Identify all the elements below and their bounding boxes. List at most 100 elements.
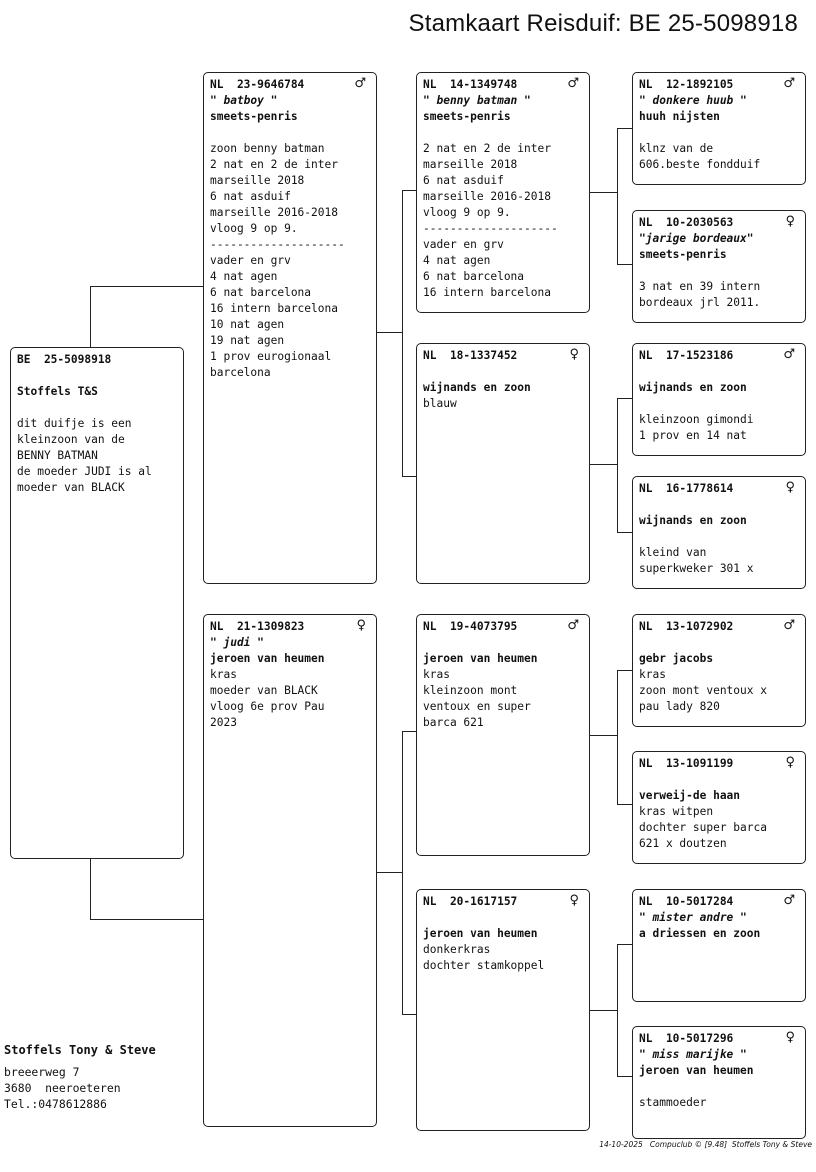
connector xyxy=(617,944,633,945)
male-icon: ♂ xyxy=(354,76,366,91)
owner-name: wijnands en zoon xyxy=(639,381,747,394)
connector xyxy=(617,398,618,532)
ring-number: NL 20-1617157 xyxy=(423,895,518,908)
breeder-phone: Tel.:0478612886 xyxy=(4,1097,107,1111)
pigeon-nickname: "jarige bordeaux" xyxy=(639,232,754,245)
pigeon-nickname: " benny batman " xyxy=(423,94,531,107)
connector xyxy=(589,1010,617,1011)
female-icon: ♀ xyxy=(785,1030,795,1045)
pigeon-notes: blauw xyxy=(423,397,457,410)
owner-name: jeroen van heumen xyxy=(423,927,538,940)
owner-name: wijnands en zoon xyxy=(423,381,531,394)
connector xyxy=(617,128,618,264)
owner-name: smeets-penris xyxy=(210,110,298,123)
grandfather-paternal-card[interactable]: NL 14-1349748 ♂ " benny batman " smeets-… xyxy=(416,72,590,313)
pigeon-notes: kras kleinzoon mont ventoux en super bar… xyxy=(423,668,531,729)
connector xyxy=(90,286,91,348)
breeder-name: Stoffels Tony & Steve xyxy=(4,1043,156,1057)
pigeon-nickname: " batboy " xyxy=(210,94,278,107)
female-icon: ♀ xyxy=(356,618,366,633)
connector xyxy=(402,731,403,1015)
owner-name: jeroen van heumen xyxy=(639,1064,754,1077)
owner-name: a driessen en zoon xyxy=(639,927,761,940)
great-grandparent-card-1[interactable]: NL 12-1892105 ♂ " donkere huub " huuh ni… xyxy=(632,72,806,185)
connector xyxy=(589,464,617,465)
pigeon-notes: kleinzoon gimondi 1 prov en 14 nat xyxy=(639,413,754,442)
grandfather-maternal-card[interactable]: NL 19-4073795 ♂ jeroen van heumen kras k… xyxy=(416,614,590,856)
connector xyxy=(617,944,618,1076)
female-icon: ♀ xyxy=(785,480,795,495)
breeder-street: breeerweg 7 xyxy=(4,1065,80,1079)
mother-card[interactable]: NL 21-1309823 ♀ " judi " jeroen van heum… xyxy=(203,614,377,1127)
great-grandparent-card-4[interactable]: NL 16-1778614 ♀ wijnands en zoon kleind … xyxy=(632,476,806,589)
connector xyxy=(402,190,416,191)
owner-name: smeets-penris xyxy=(423,110,511,123)
connector xyxy=(402,476,416,477)
male-icon: ♂ xyxy=(783,347,795,362)
ring-number: NL 16-1778614 xyxy=(639,482,734,495)
pigeon-notes: 2 nat en 2 de inter marseille 2018 6 nat… xyxy=(423,142,558,299)
ring-number: NL 17-1523186 xyxy=(639,349,734,362)
subject-card[interactable]: BE 25-5098918 Stoffels T&S dit duifje is… xyxy=(10,347,184,859)
pigeon-notes: kras witpen dochter super barca 621 x do… xyxy=(639,805,767,850)
connector xyxy=(402,731,416,732)
great-grandparent-card-3[interactable]: NL 17-1523186 ♂ wijnands en zoon kleinzo… xyxy=(632,343,806,456)
pigeon-notes: klnz van de 606.beste fondduif xyxy=(639,142,761,171)
connector xyxy=(402,1014,416,1015)
ring-number: NL 10-2030563 xyxy=(639,216,734,229)
pigeon-nickname: " miss marijke " xyxy=(639,1048,747,1061)
male-icon: ♂ xyxy=(783,618,795,633)
connector xyxy=(617,532,633,533)
great-grandparent-card-8[interactable]: NL 10-5017296 ♀ " miss marijke " jeroen … xyxy=(632,1026,806,1139)
great-grandparent-card-7[interactable]: NL 10-5017284 ♂ " mister andre " a dries… xyxy=(632,889,806,1002)
female-icon: ♀ xyxy=(785,755,795,770)
owner-name: Stoffels T&S xyxy=(17,385,98,398)
grandmother-maternal-card[interactable]: NL 20-1617157 ♀ jeroen van heumen donker… xyxy=(416,889,590,1131)
connector xyxy=(376,332,402,333)
ring-number: NL 10-5017284 xyxy=(639,895,734,908)
connector xyxy=(90,919,204,920)
pigeon-notes: zoon benny batman 2 nat en 2 de inter ma… xyxy=(210,142,345,379)
owner-name: wijnands en zoon xyxy=(639,514,747,527)
owner-name: gebr jacobs xyxy=(639,652,714,665)
connector xyxy=(90,286,204,287)
male-icon: ♂ xyxy=(567,76,579,91)
ring-number: BE 25-5098918 xyxy=(17,353,112,366)
connector xyxy=(617,670,633,671)
owner-name: jeroen van heumen xyxy=(210,652,325,665)
page-title: Stamkaart Reisduif: BE 25-5098918 xyxy=(408,10,798,37)
female-icon: ♀ xyxy=(785,214,795,229)
owner-name: jeroen van heumen xyxy=(423,652,538,665)
ring-number: NL 10-5017296 xyxy=(639,1032,734,1045)
connector xyxy=(617,264,633,265)
connector xyxy=(90,858,91,920)
pigeon-nickname: " judi " xyxy=(210,636,264,649)
female-icon: ♀ xyxy=(569,893,579,908)
connector xyxy=(376,872,402,873)
ring-number: NL 13-1091199 xyxy=(639,757,734,770)
owner-name: verweij-de haan xyxy=(639,789,741,802)
great-grandparent-card-5[interactable]: NL 13-1072902 ♂ gebr jacobs kras zoon mo… xyxy=(632,614,806,727)
pigeon-notes: kras zoon mont ventoux x pau lady 820 xyxy=(639,668,767,713)
ring-number: NL 19-4073795 xyxy=(423,620,518,633)
father-card[interactable]: NL 23-9646784 ♂ " batboy " smeets-penris… xyxy=(203,72,377,584)
pigeon-notes: kleind van superkweker 301 x xyxy=(639,546,754,575)
footer-credit: 14-10-2025 Compuclub © [9.48] Stoffels T… xyxy=(599,1140,812,1149)
connector xyxy=(617,128,633,129)
great-grandparent-card-6[interactable]: NL 13-1091199 ♀ verweij-de haan kras wit… xyxy=(632,751,806,864)
breeder-city: 3680 neeroeteren xyxy=(4,1081,121,1095)
pigeon-notes: kras moeder van BLACK vloog 6e prov Pau … xyxy=(210,668,325,729)
grandmother-paternal-card[interactable]: NL 18-1337452 ♀ wijnands en zoon blauw xyxy=(416,343,590,584)
ring-number: NL 14-1349748 xyxy=(423,78,518,91)
connector xyxy=(402,190,403,476)
connector xyxy=(589,735,617,736)
ring-number: NL 13-1072902 xyxy=(639,620,734,633)
male-icon: ♂ xyxy=(783,76,795,91)
male-icon: ♂ xyxy=(567,618,579,633)
connector xyxy=(617,670,618,804)
connector xyxy=(617,398,633,399)
pigeon-notes: donkerkras dochter stamkoppel xyxy=(423,943,545,972)
connector xyxy=(617,804,633,805)
breeder-info: Stoffels Tony & Steve breeerweg 7 3680 n… xyxy=(4,1042,156,1112)
great-grandparent-card-2[interactable]: NL 10-2030563 ♀ "jarige bordeaux" smeets… xyxy=(632,210,806,323)
